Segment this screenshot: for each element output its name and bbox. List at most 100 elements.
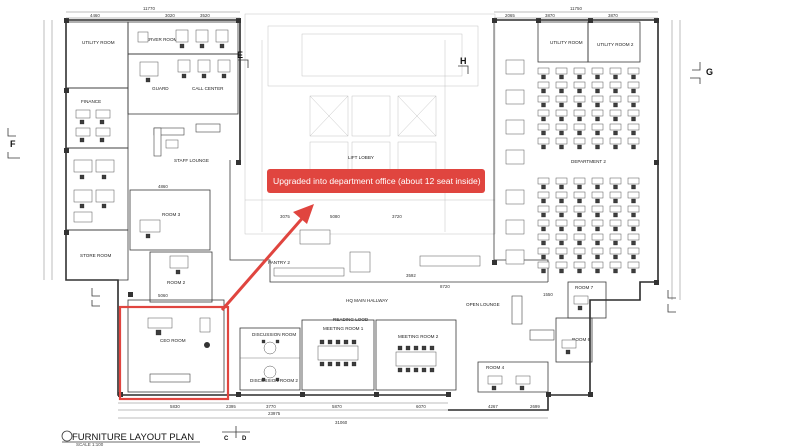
side-workstation (505, 249, 525, 265)
workstation-desk (591, 81, 604, 89)
workstation-desk (537, 81, 550, 89)
annotation: Upgraded into department office (about 1… (118, 169, 485, 401)
discussion-room-1-label: DISCUSSION ROOM (252, 332, 296, 337)
lift-lobby-label: LIFT LOBBY (348, 155, 374, 160)
workstation-chair (613, 184, 618, 190)
side-workstation (505, 219, 525, 235)
finance-label: FINANCE (81, 99, 101, 104)
structural-column (128, 292, 133, 297)
structural-column (588, 392, 593, 397)
room-3-label: ROOM 3 (162, 212, 181, 217)
workstation-chair (613, 74, 618, 80)
workstation-chair (631, 254, 636, 260)
workstation-desk (555, 123, 568, 131)
call-center-label: CALL CENTER (192, 86, 224, 91)
section-mark-left-lower (91, 288, 100, 307)
workstation-desk (591, 123, 604, 131)
dim-bottom-5: 6070 (416, 404, 426, 409)
reading-lood-label: READING LOOD (333, 317, 369, 322)
structural-column (446, 392, 451, 397)
workstation-desk (627, 191, 640, 199)
callout-box (267, 169, 485, 193)
structural-column (64, 230, 69, 235)
structural-columns (64, 18, 659, 397)
structural-column (64, 18, 69, 23)
workstation-desk (573, 177, 586, 185)
workstation-desk (573, 247, 586, 255)
workstation-chair (631, 198, 636, 204)
workstation-chair (613, 268, 618, 274)
dim-interior-7: 8720 (440, 284, 450, 289)
dim-interior-5: 3720 (392, 214, 402, 219)
workstation-desk (627, 137, 640, 145)
workstation-desk (591, 95, 604, 103)
right-wing: UTILITY ROOM UTILITY ROOM 2 DEPARTMENT 2… (477, 21, 641, 393)
workstation-desk (555, 247, 568, 255)
workstation-chair (541, 130, 546, 136)
workstation-chair (541, 102, 546, 108)
workstation-desk (555, 177, 568, 185)
section-mark-g: G (690, 62, 713, 84)
workstation-desk (591, 177, 604, 185)
workstation-desk (555, 233, 568, 241)
plan-scale: SCALE 1:100 (76, 442, 104, 447)
lift-lobby-core: LIFT LOBBY (244, 13, 496, 235)
utility-room-2-label: UTILITY ROOM 2 (597, 42, 634, 47)
workstation-desk (627, 67, 640, 75)
workstation-chair (577, 268, 582, 274)
workstation-desk (609, 123, 622, 131)
workstation-desk (609, 95, 622, 103)
workstation-chair (559, 212, 564, 218)
server-room-label: SERVER ROOM (143, 37, 178, 42)
workstation-chair (595, 198, 600, 204)
workstation-desk (609, 191, 622, 199)
workstation-desk (537, 233, 550, 241)
workstation-desk (591, 67, 604, 75)
workstation-chair (541, 254, 546, 260)
dim-bottom-3: 3770 (266, 404, 276, 409)
workstation-chair (595, 268, 600, 274)
dimension-lines: 11770 4460 3020 3520 11750 2065 3870 387… (43, 6, 681, 425)
workstation-chair (541, 74, 546, 80)
workstation-chair (559, 198, 564, 204)
store-room-label: STORE ROOM (80, 253, 111, 258)
workstation-chair (577, 212, 582, 218)
dim-top-left-2: 3020 (165, 13, 175, 18)
workstation-desk (537, 95, 550, 103)
workstation-chair (559, 240, 564, 246)
pantry-label: PANTRY 2 (268, 260, 290, 265)
dim-bottom-4: 5870 (332, 404, 342, 409)
structural-column (492, 260, 497, 265)
section-mark-c-d: C D (222, 426, 250, 442)
structural-column (588, 18, 593, 23)
room-4-label: ROOM 4 (486, 365, 505, 370)
workstation-chair (541, 116, 546, 122)
dim-top-left-total: 11770 (143, 6, 155, 11)
workstation-chair (631, 102, 636, 108)
workstation-chair (613, 254, 618, 260)
workstation-desk (591, 205, 604, 213)
workstation-desk (609, 137, 622, 145)
workstation-chair (595, 212, 600, 218)
workstation-chair (595, 74, 600, 80)
workstation-desk (591, 261, 604, 269)
structural-column (236, 18, 241, 23)
workstation-desk (591, 219, 604, 227)
side-workstation (505, 89, 525, 105)
workstation-desk (627, 261, 640, 269)
dim-bottom-total-1: 23975 (268, 411, 281, 416)
workstation-desk (627, 247, 640, 255)
svg-text:F: F (10, 139, 16, 149)
workstation-chair (613, 116, 618, 122)
workstation-desk (609, 219, 622, 227)
svg-text:E: E (237, 50, 243, 60)
workstation-chair (595, 130, 600, 136)
meeting-room-2-label: MEETING ROOM 2 (398, 334, 439, 339)
workstation-chair (631, 130, 636, 136)
dim-top-right-3: 3870 (608, 13, 618, 18)
callout-text: Upgraded into department office (about 1… (273, 176, 481, 186)
workstation-desk (609, 67, 622, 75)
left-wing: UTILITY ROOM SERVER ROOM FINANCE GUARD C… (65, 21, 239, 393)
workstation-chair (559, 74, 564, 80)
workstation-chair (541, 184, 546, 190)
